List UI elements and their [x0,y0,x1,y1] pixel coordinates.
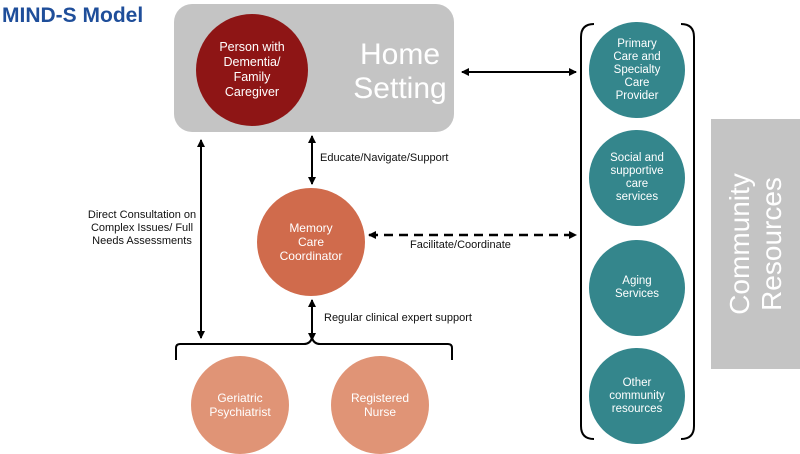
registered-nurse-node: Registered Nurse [331,356,429,454]
person-with-dementia-node: Person with Dementia/ Family Caregiver [196,14,308,126]
specialists-bracket [175,334,453,360]
person-label: Person with Dementia/ Family Caregiver [219,40,285,99]
nurse-label: Registered Nurse [350,391,410,419]
community-resources-box: Community Resources [711,119,800,369]
social-services-label: Social and supportive care services [610,152,664,203]
direct-consultation-label: Direct Consultation on Complex Issues/ F… [87,209,197,247]
facilitate-connection-label: Facilitate/Coordinate [410,239,511,251]
community-bracket-right [680,23,695,440]
social-services-node: Social and supportive care services [589,130,685,226]
geriatric-psychiatrist-node: Geriatric Psychiatrist [191,356,289,454]
coordinator-label: Memory Care Coordinator [279,221,343,263]
other-resources-label: Other community resources [609,376,665,415]
community-bracket [580,23,595,440]
educate-connection-label: Educate/Navigate/Support [320,152,449,164]
regular-support-label: Regular clinical expert support [324,312,472,324]
other-community-resources-node: Other community resources [589,348,685,444]
memory-care-coordinator-node: Memory Care Coordinator [257,188,365,296]
aging-services-label: Aging Services [614,275,660,300]
psychiatrist-label: Geriatric Psychiatrist [209,391,271,419]
home-setting-label: Home Setting [353,38,447,105]
primary-care-label: Primary Care and Specialty Care Provider [613,37,661,102]
diagram-title: MIND-S Model [2,4,144,27]
primary-care-node: Primary Care and Specialty Care Provider [589,22,685,118]
aging-services-node: Aging Services [589,240,685,336]
